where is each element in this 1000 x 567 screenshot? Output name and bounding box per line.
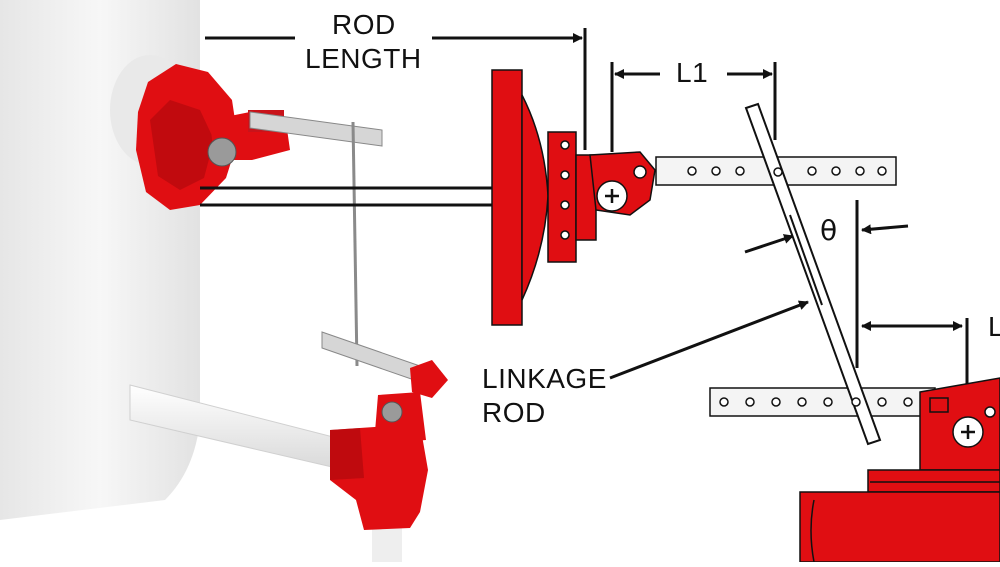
lower-lever-3d [321,331,421,383]
linkage-rod-label-line2: ROD [482,397,546,428]
rod-length-label-line2: LENGTH [305,43,422,74]
linkage-rod-pointer [609,300,809,380]
cut-off-label: L [988,311,1000,342]
lower-valve-3d [330,360,448,530]
rod-length-label-line1: ROD [332,9,396,40]
l1-label: L1 [676,57,709,88]
theta-label: θ [820,214,838,247]
l1-dimension [610,62,777,152]
linkage-rod-2d [744,102,882,446]
upper-actuator-2d [491,69,656,326]
rod-length-dimension [200,28,587,207]
lower-pipe [129,384,402,562]
lower-lever-arm [709,387,936,417]
linkage-rod-3d [351,121,359,367]
lower-valve-2d [799,377,1000,563]
linkage-rod-label-line1: LINKAGE [482,363,607,394]
upper-lever-3d [249,111,383,147]
